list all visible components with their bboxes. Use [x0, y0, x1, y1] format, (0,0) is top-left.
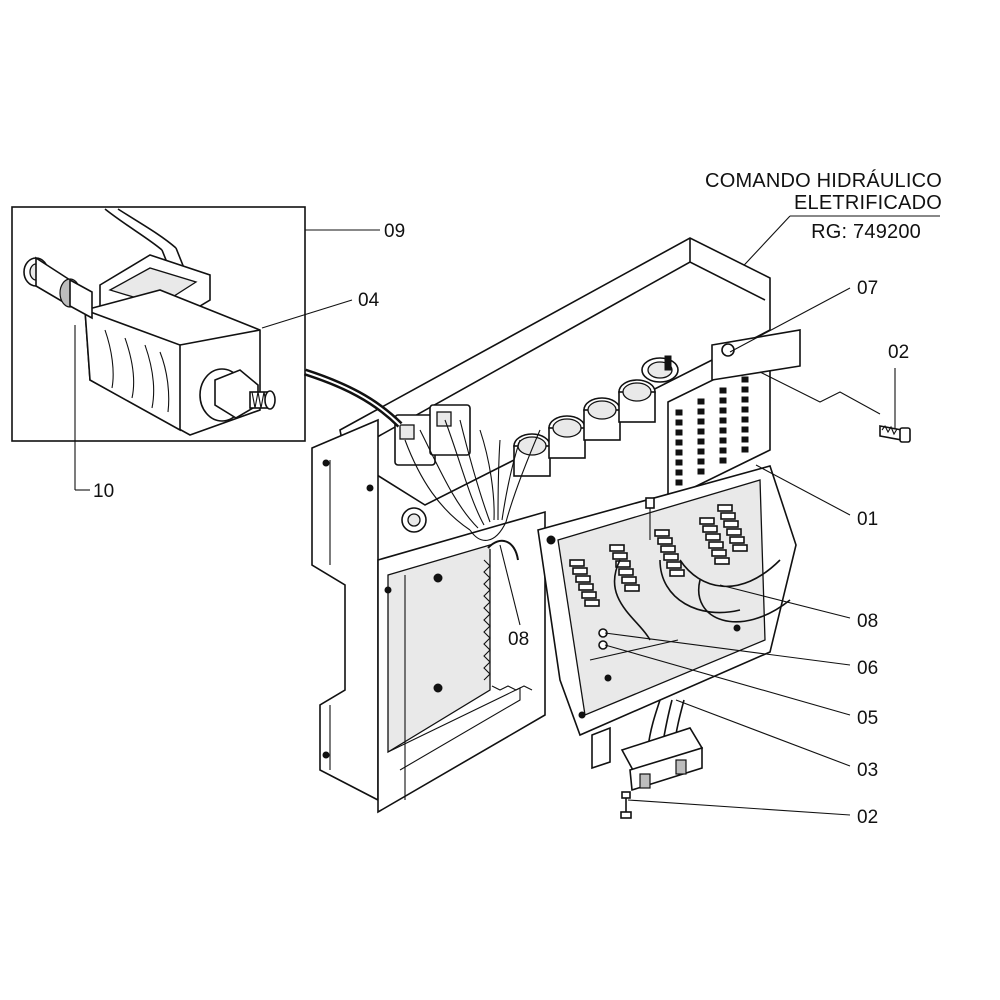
terminal-pin [719, 437, 727, 444]
solenoid-detail-inset [11, 206, 306, 442]
terminal-pin [719, 447, 727, 454]
terminal-pin [697, 408, 705, 415]
callout-01: 01 [857, 509, 878, 530]
connector-plug [714, 557, 730, 565]
terminal-pin [719, 457, 727, 464]
connector-plug [578, 583, 594, 591]
terminal-pin [741, 376, 749, 383]
terminal-pin [697, 438, 705, 445]
cabinet-left-wall [311, 418, 379, 802]
terminal-pin [741, 436, 749, 443]
connector-plug [575, 575, 591, 583]
connector-plug [726, 528, 742, 536]
title-line-3: RG: 749200 [811, 221, 921, 243]
callout-09: 09 [384, 221, 405, 242]
title-block: COMANDO HIDRÁULICO ELETRIFICADO RG: 7492… [647, 169, 942, 369]
callout-07: 07 [857, 278, 878, 299]
connector-plug [666, 561, 682, 569]
terminal-pin [675, 479, 683, 486]
callout-10: 10 [93, 481, 114, 502]
callout-02-bottom: 02 [857, 807, 878, 828]
junction-box [537, 465, 797, 737]
bottom-connector [591, 699, 704, 819]
terminal-pin [675, 459, 683, 466]
callout-02-right: 02 [888, 342, 909, 363]
terminal-pin [719, 397, 727, 404]
solenoid-group [394, 404, 541, 541]
terminal-pin [697, 418, 705, 425]
connector-plug [708, 541, 724, 549]
connector-plug [584, 599, 600, 607]
terminal-pin [719, 417, 727, 424]
terminal-pin [741, 426, 749, 433]
screw-right [879, 424, 911, 443]
terminal-pin [719, 427, 727, 434]
callout-08-right: 08 [857, 611, 878, 632]
connector-plug [612, 552, 628, 560]
connector-plug [711, 549, 727, 557]
connector-plug [624, 584, 640, 592]
callout-04: 04 [358, 290, 380, 311]
connector-plug [723, 520, 739, 528]
terminal-pin [675, 429, 683, 436]
terminal-pin [697, 428, 705, 435]
terminal-pin [741, 416, 749, 423]
connector-plug [618, 568, 634, 576]
terminal-pin [675, 469, 683, 476]
connector-plug [654, 529, 670, 537]
terminal-pin [675, 419, 683, 426]
terminal-pin [697, 448, 705, 455]
connector-plug [705, 533, 721, 541]
callout-08-left: 08 [508, 629, 529, 650]
connector-plug [572, 567, 588, 575]
connector-plug [581, 591, 597, 599]
connector-plug [657, 537, 673, 545]
callout-06: 06 [857, 658, 878, 679]
callout-03: 03 [857, 760, 878, 781]
connector-plug [569, 559, 585, 567]
callout-labels: 09 04 10 07 02 01 08 08 06 05 03 02 [93, 221, 909, 828]
terminal-pin [719, 387, 727, 394]
hose-elbow [487, 539, 519, 561]
terminal-pin [741, 386, 749, 393]
connector-plug [699, 517, 715, 525]
terminal-board [667, 329, 801, 502]
connector-plug [702, 525, 718, 533]
connector-plug [729, 536, 745, 544]
terminal-pin [741, 446, 749, 453]
terminal-pin [675, 409, 683, 416]
connector-plug [720, 512, 736, 520]
terminal-pin [697, 468, 705, 475]
terminal-pin [741, 396, 749, 403]
callout-05: 05 [857, 708, 878, 729]
connector-plug [732, 544, 748, 552]
leader-lines [74, 229, 896, 816]
connector-plug [615, 560, 631, 568]
connector-plug [669, 569, 685, 577]
terminal-pin [719, 407, 727, 414]
threaded-fitting [199, 368, 276, 422]
control-cabinet [303, 237, 911, 819]
title-line-2: ELETRIFICADO [794, 192, 942, 214]
connector-plug [660, 545, 676, 553]
terminal-pin [697, 458, 705, 465]
terminal-pin [697, 398, 705, 405]
connector-plug [609, 544, 625, 552]
connector-plug [717, 504, 733, 512]
front-plate-recess [387, 544, 491, 754]
valve-cylinders [513, 355, 679, 477]
terminal-pin [675, 439, 683, 446]
inset-frame [11, 206, 306, 442]
valve-spool [23, 256, 93, 320]
terminal-pin [675, 449, 683, 456]
connector-plug [663, 553, 679, 561]
terminal-pin [741, 406, 749, 413]
connector-plug [621, 576, 637, 584]
title-line-1: COMANDO HIDRÁULICO [705, 169, 942, 192]
